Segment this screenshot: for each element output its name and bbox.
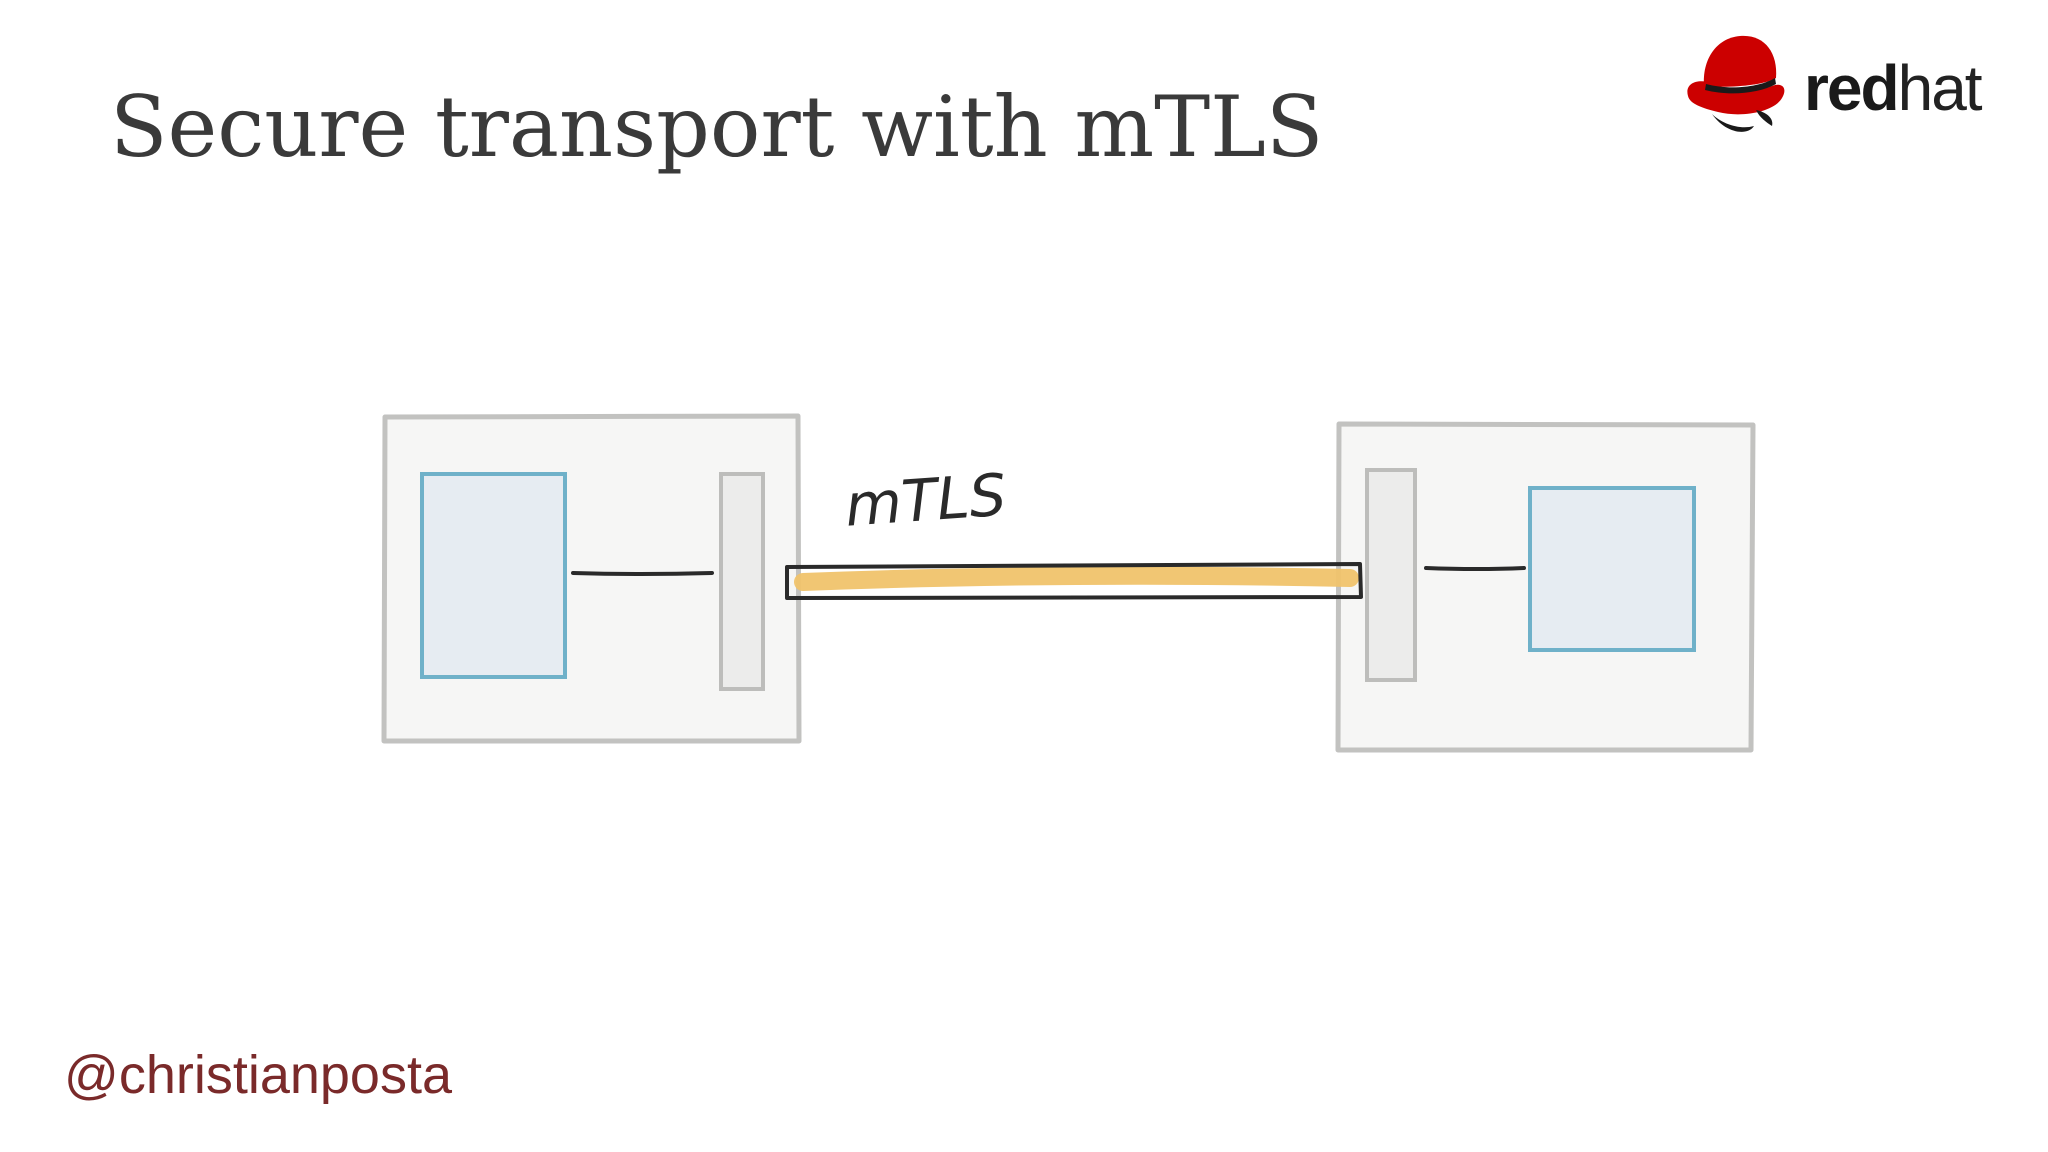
slide-title: Secure transport with mTLS	[110, 78, 1324, 176]
pod-left	[381, 413, 802, 744]
sidecar-proxy-left	[719, 472, 765, 691]
sidecar-proxy-right	[1365, 468, 1417, 682]
author-handle: @christianposta	[64, 1045, 452, 1105]
app-container-right	[1528, 486, 1696, 652]
connector-right	[1424, 566, 1526, 571]
app-container-left	[420, 472, 567, 679]
mtls-tunnel	[785, 562, 1363, 600]
logo-word-hat: hat	[1897, 52, 1983, 124]
logo-word-red: red	[1804, 52, 1900, 124]
pod-right	[1335, 421, 1756, 753]
redhat-shadowman-icon	[1687, 35, 1785, 132]
mtls-label: mTLS	[843, 461, 1008, 540]
connector-left	[571, 571, 714, 576]
redhat-logo: redhat	[1682, 26, 2002, 136]
